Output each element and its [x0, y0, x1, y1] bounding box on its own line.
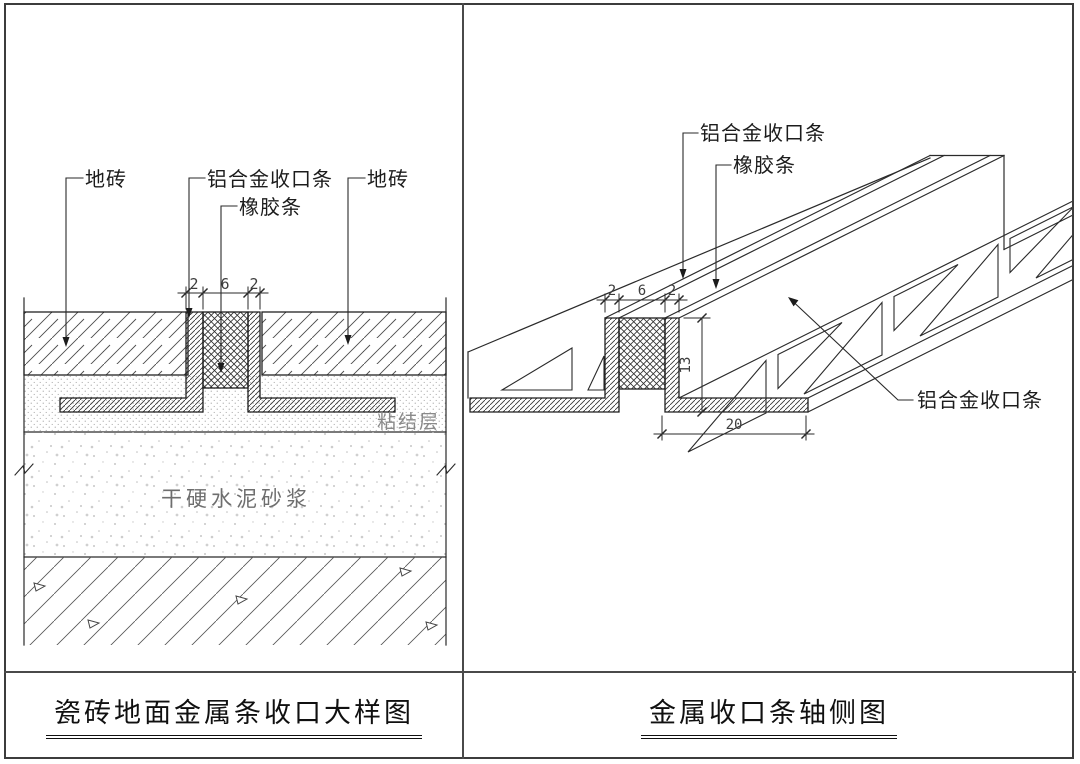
axon-label-rubber: 橡胶条: [733, 154, 796, 177]
leader-arrows: [62, 308, 352, 373]
axon-leader-arrows: [679, 269, 799, 307]
label-rubber-strip: 橡胶条: [239, 196, 302, 219]
axon-dim-height: 13: [678, 357, 694, 374]
axon-dim-left-gap: 2: [608, 283, 616, 299]
label-mortar: 干硬水泥砂浆: [161, 487, 311, 511]
axon-rubber-face: [618, 317, 666, 390]
right-title-cell: 金属收口条轴侧图: [464, 673, 1074, 757]
axon-label-aluminum-top: 铝合金收口条: [700, 122, 826, 145]
axon-leader-lines: [682, 132, 914, 401]
axon-dim-flange-width: 20: [726, 417, 743, 433]
dim-left-gap: 2: [189, 275, 198, 293]
dim-right-gap: 2: [249, 275, 258, 293]
title-divider: [4, 671, 1076, 673]
label-tile-right: 地砖: [367, 168, 409, 191]
right-panel-title: 金属收口条轴侧图: [641, 691, 897, 739]
right-axonometric-drawing: 2 6 2 13: [467, 122, 1074, 453]
break-mark-left: [14, 463, 34, 476]
left-title-cell: 瓷砖地面金属条收口大样图: [6, 673, 462, 757]
axon-dim-right-gap: 2: [668, 283, 676, 299]
mortar-layer: [24, 432, 446, 557]
aluminum-strip-right-section: [247, 311, 396, 413]
label-aluminum-strip: 铝合金收口条: [207, 168, 333, 191]
leader-lines: [65, 177, 366, 368]
label-tile-left: 地砖: [85, 168, 127, 191]
axon-dimension-20: [653, 415, 815, 441]
left-detail-drawing: 2 6 2 地砖 铝合金收口条 橡胶条 地砖 粘结层 干硬水泥砂浆: [14, 168, 456, 646]
axon-dimension-262: [596, 293, 688, 313]
dim-middle: 6: [220, 275, 229, 293]
axon-dimension-13: [683, 312, 713, 418]
label-bonding-layer: 粘结层: [377, 411, 440, 433]
axon-label-aluminum-side: 铝合金收口条: [917, 389, 1043, 412]
panel-divider: [462, 3, 464, 759]
sheet-border: [4, 3, 1074, 759]
axon-dim-middle: 6: [638, 283, 646, 299]
rubber-strip-section: [202, 311, 249, 389]
concrete-layer: [24, 557, 446, 645]
left-panel-title: 瓷砖地面金属条收口大样图: [46, 691, 422, 739]
axon-edges: [467, 154, 1074, 413]
break-mark-right: [436, 463, 456, 476]
concrete-symbols: [33, 567, 439, 631]
